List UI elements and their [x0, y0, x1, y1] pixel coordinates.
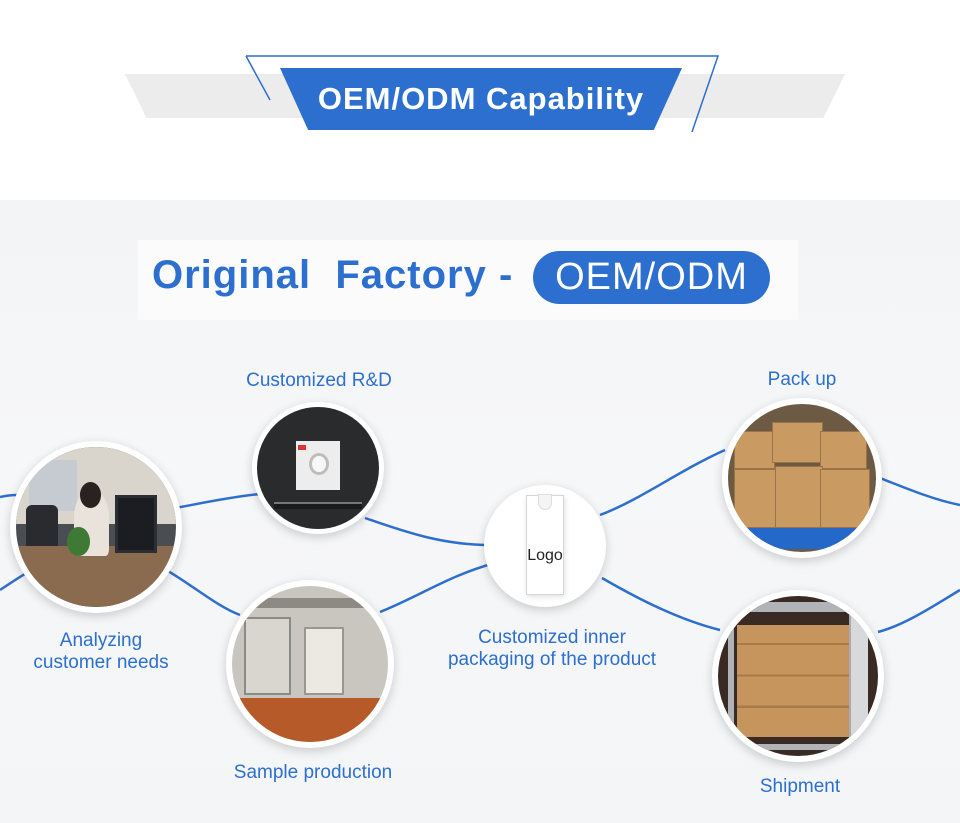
- step-analyzing-line1: Analyzing: [59, 630, 143, 651]
- step-sample-label: Sample production: [233, 762, 393, 783]
- packaging-box-icon: [526, 494, 564, 595]
- step-packaging-line2: packaging of the product: [447, 649, 657, 670]
- step-packup-label: Pack up: [767, 369, 837, 390]
- step-packup-node: [722, 398, 882, 558]
- step-packaging-line1: Customized inner: [478, 627, 626, 648]
- header-banner: OEM/ODM Capability: [0, 0, 960, 200]
- container-photo: [718, 596, 878, 756]
- step-shipment-label: Shipment: [759, 776, 841, 797]
- banner-frame-outline: [245, 55, 720, 133]
- office-photo: [16, 447, 176, 607]
- rnd-photo: [257, 407, 379, 529]
- cartons-photo: [728, 404, 876, 552]
- step-packaging-label: Customized inner packaging of the produc…: [430, 627, 674, 671]
- packaging-logo-text: Logo: [527, 547, 563, 564]
- heading-pill: OEM/ODM: [533, 251, 770, 304]
- step-sample-node: [226, 580, 394, 748]
- step-analyzing-node: [10, 441, 182, 613]
- step-analyzing-label: Analyzing customer needs: [22, 630, 180, 674]
- factory-photo: [232, 586, 388, 742]
- banner-title: OEM/ODM Capability: [317, 81, 645, 116]
- step-rnd-node: [252, 402, 384, 534]
- step-rnd-label: Customized R&D: [246, 370, 392, 391]
- step-packaging-node: Logo: [484, 485, 606, 607]
- step-shipment-node: [712, 590, 884, 762]
- step-analyzing-line2: customer needs: [33, 652, 169, 673]
- heading-pill-text: OEM/ODM: [555, 256, 748, 298]
- main-heading: Original Factory -: [152, 253, 514, 297]
- banner-title-box: OEM/ODM Capability: [280, 68, 682, 130]
